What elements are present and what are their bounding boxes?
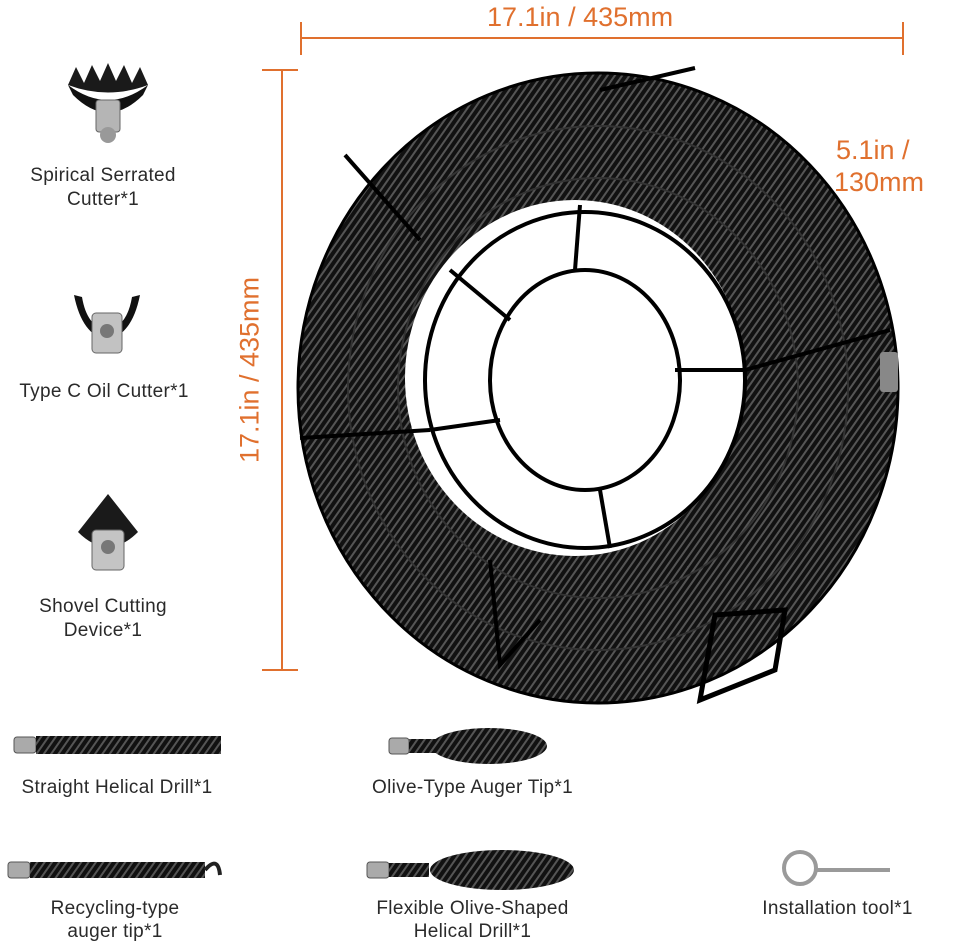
accessory-label-4: Straight Helical Drill*1 bbox=[21, 777, 213, 798]
diameter-dimension-label-line2: 130mm bbox=[834, 167, 925, 197]
accessory-label-3b: Device*1 bbox=[63, 620, 143, 641]
shovel-cutting-device-icon bbox=[78, 494, 138, 571]
accessory-label-7b: Helical Drill*1 bbox=[413, 921, 532, 942]
installation-tool-icon bbox=[782, 850, 890, 886]
flexible-olive-helical-drill-icon bbox=[366, 850, 574, 890]
accessory-label-3: Shovel Cutting bbox=[39, 596, 167, 617]
accessory-label-6: Recycling-type bbox=[50, 898, 180, 919]
type-c-oil-cutter-icon bbox=[74, 295, 140, 354]
serrated-cutter-icon bbox=[68, 63, 148, 143]
accessory-label-1b: Cutter*1 bbox=[66, 189, 140, 210]
accessory-label-5: Olive-Type Auger Tip*1 bbox=[372, 777, 573, 798]
accessory-label-8: Installation tool*1 bbox=[762, 898, 913, 919]
accessory-label-6b: auger tip*1 bbox=[67, 921, 163, 942]
accessory-label-2: Type C Oil Cutter*1 bbox=[19, 381, 189, 402]
olive-type-auger-tip-icon bbox=[388, 728, 547, 764]
width-dimension-label: 17.1in / 435mm bbox=[487, 2, 674, 32]
accessory-label-7: Flexible Olive-Shaped bbox=[376, 898, 569, 919]
recycling-auger-tip-icon bbox=[7, 861, 222, 879]
accessory-label-1: Spirical Serrated bbox=[30, 165, 176, 186]
diameter-dimension-label-line1: 5.1in / bbox=[836, 135, 910, 165]
straight-helical-drill-icon bbox=[13, 736, 221, 754]
